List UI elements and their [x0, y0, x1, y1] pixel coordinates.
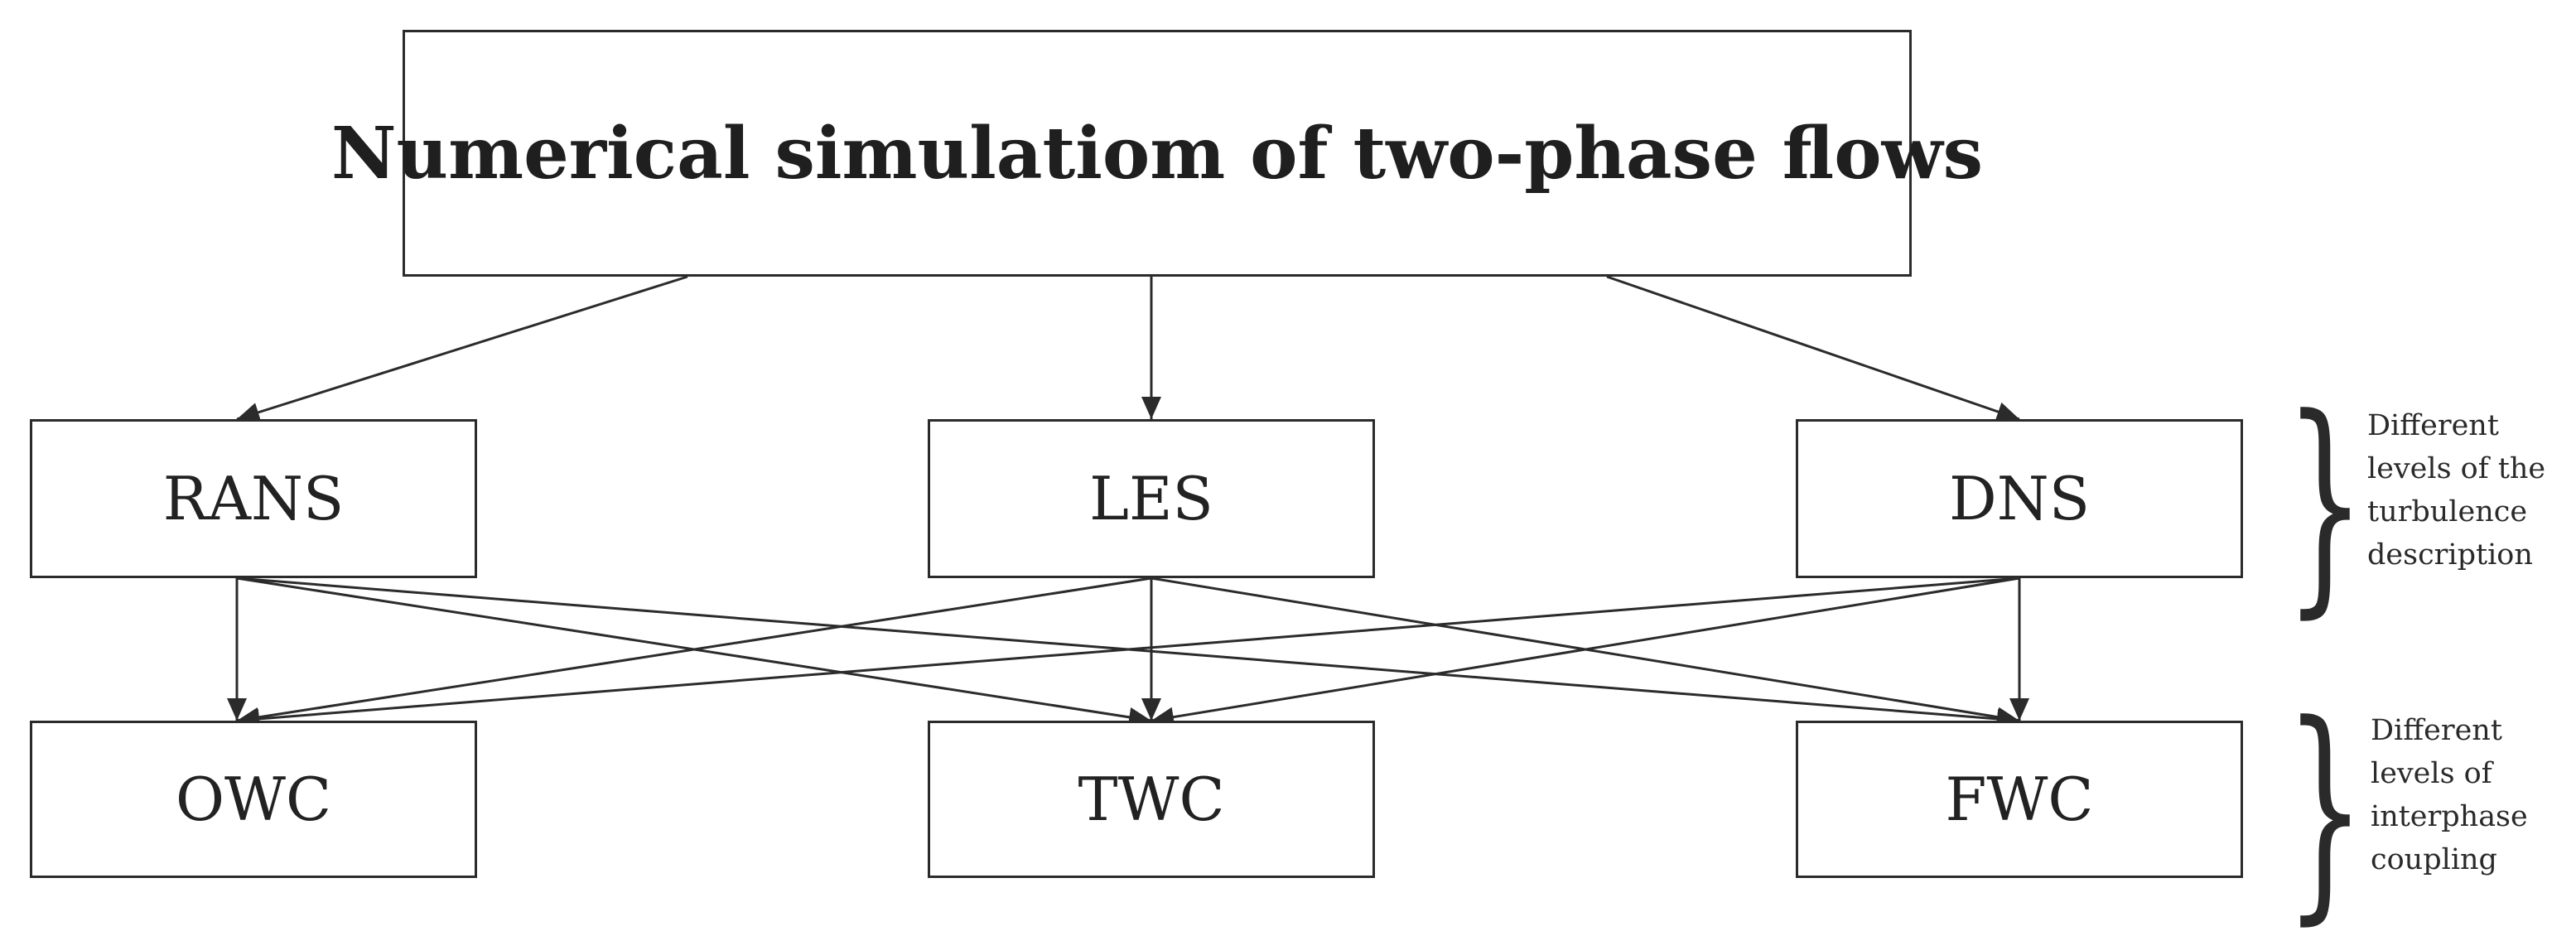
node-fwc-label: FWC — [1945, 765, 2094, 834]
coupling-brace: } — [2284, 675, 2366, 936]
arrow-les-to-owc — [236, 577, 1152, 727]
coupling-note-line-3: interphase — [2371, 800, 2528, 833]
turbulence-note-line-4: description — [2367, 538, 2533, 572]
arrow-dns-to-twc — [1151, 577, 2020, 727]
root-node-label: Numerical simulatiom of two-phase flows — [330, 111, 1984, 195]
coupling-note-line-1: Different — [2371, 714, 2502, 747]
node-twc: TWC — [928, 721, 1375, 878]
node-les-label: LES — [1089, 464, 1213, 533]
turbulence-note-line-2: levels of the — [2367, 452, 2546, 485]
node-owc-label: OWC — [175, 765, 332, 834]
arrow-dns-to-owc — [236, 577, 2020, 729]
node-owc: OWC — [30, 721, 477, 878]
root-node: Numerical simulatiom of two-phase flows — [331, 30, 1983, 277]
turbulence-note-line-1: Different — [2367, 409, 2499, 442]
coupling-note: Different levels of interphase coupling — [2371, 709, 2528, 881]
node-dns: DNS — [1796, 419, 2243, 578]
turbulence-note-line-3: turbulence — [2367, 495, 2528, 528]
node-rans: RANS — [30, 419, 477, 578]
node-twc-label: TWC — [1078, 765, 1225, 834]
coupling-note-line-4: coupling — [2371, 843, 2497, 876]
node-rans-label: RANS — [162, 464, 345, 533]
node-dns-label: DNS — [1948, 464, 2091, 533]
turbulence-note: Different levels of the turbulence descr… — [2367, 404, 2545, 577]
arrow-root-to-dns — [1606, 275, 2020, 422]
turbulence-brace: } — [2284, 369, 2366, 639]
coupling-note-line-2: levels of — [2371, 757, 2492, 790]
node-fwc: FWC — [1796, 721, 2243, 878]
arrow-root-to-rans — [236, 275, 688, 422]
node-les: LES — [928, 419, 1375, 578]
edge-group — [227, 275, 2029, 729]
